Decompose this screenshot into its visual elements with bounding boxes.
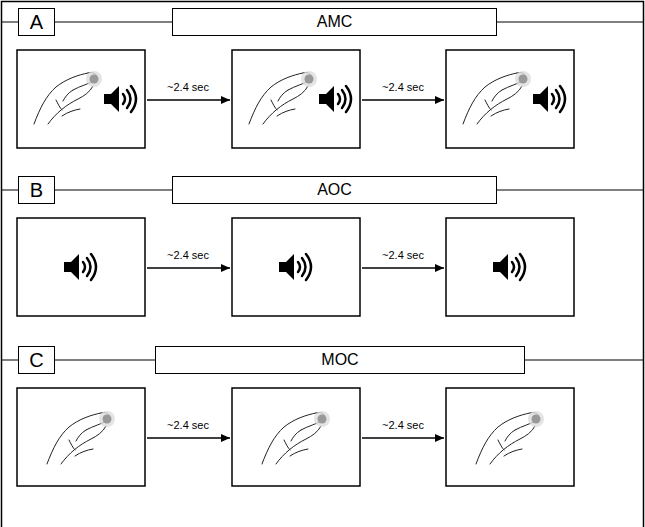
row-a [2,22,643,148]
box-text: C [29,349,43,372]
box-text: MOC [321,351,358,369]
box-text: AOC [317,181,352,199]
row-b [2,190,643,316]
row-letter-box: A [18,8,55,36]
interval-label: ~2.4 sec [165,419,211,432]
box-text: AMC [317,13,353,31]
row-letter-box: C [18,346,55,374]
interval-label: ~2.4 sec [165,81,211,94]
box-text: A [30,11,43,34]
condition-band: AMC [172,8,497,36]
interval-label: ~2.4 sec [380,419,426,432]
interval-label: ~2.4 sec [380,81,426,94]
interval-label: ~2.4 sec [380,249,426,262]
interval-label: ~2.4 sec [165,249,211,262]
box-text: B [30,179,43,202]
row-c [2,360,643,486]
condition-band: AOC [172,176,497,204]
condition-band: MOC [155,346,525,374]
row-letter-box: B [18,176,55,204]
